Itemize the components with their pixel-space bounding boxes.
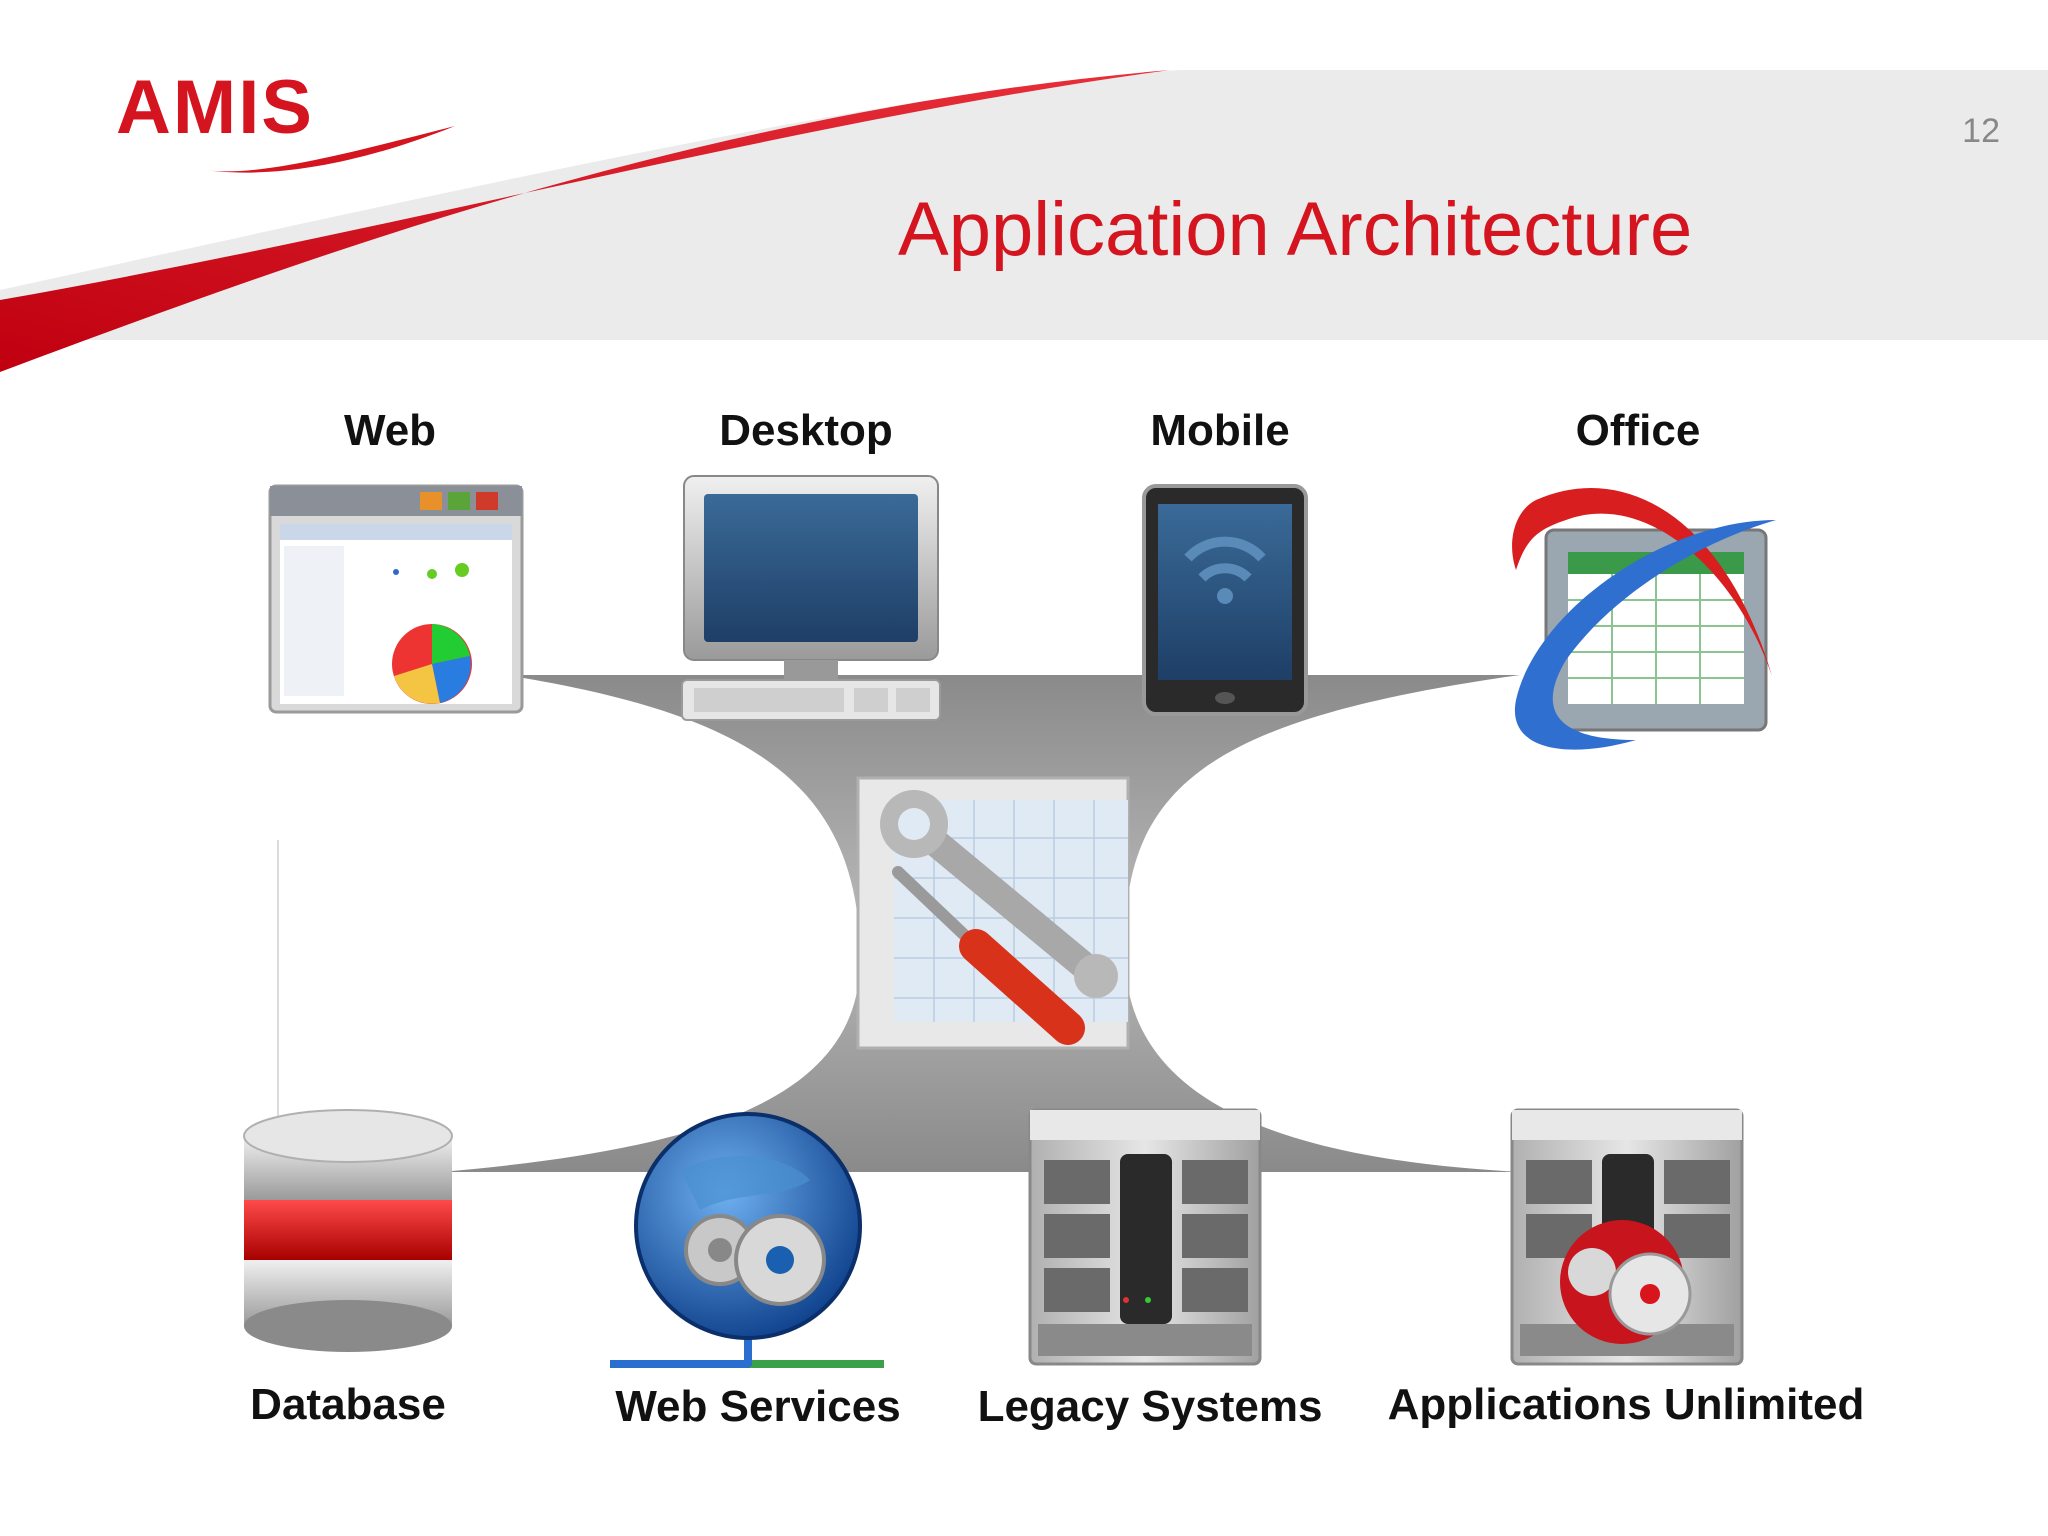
label-legacy-systems: Legacy Systems	[977, 1382, 1323, 1431]
label-web-services: Web Services	[615, 1382, 901, 1431]
legacy-server-icon	[1028, 1108, 1262, 1366]
header-band	[0, 0, 2048, 372]
web-services-globe-icon	[610, 1112, 884, 1368]
label-database: Database	[250, 1380, 446, 1429]
amis-logo: AMIS	[116, 65, 314, 150]
applications-server-gear-icon	[1510, 1108, 1744, 1366]
desktop-computer-icon	[681, 475, 941, 721]
logo-swoosh	[205, 126, 455, 173]
web-app-window-icon	[268, 484, 524, 714]
label-desktop: Desktop	[719, 406, 893, 455]
label-office: Office	[1575, 406, 1701, 455]
office-spreadsheet-icon	[1512, 487, 1776, 750]
label-web: Web	[343, 406, 437, 455]
label-mobile: Mobile	[1150, 406, 1290, 455]
slide-title: Application Architecture	[898, 187, 1693, 272]
development-tools-icon	[856, 776, 1130, 1050]
database-icon	[243, 1109, 453, 1352]
mobile-tablet-icon	[1142, 484, 1308, 716]
page-number: 12	[1962, 112, 2000, 150]
label-applications-unlimited: Applications Unlimited	[1387, 1380, 1865, 1429]
